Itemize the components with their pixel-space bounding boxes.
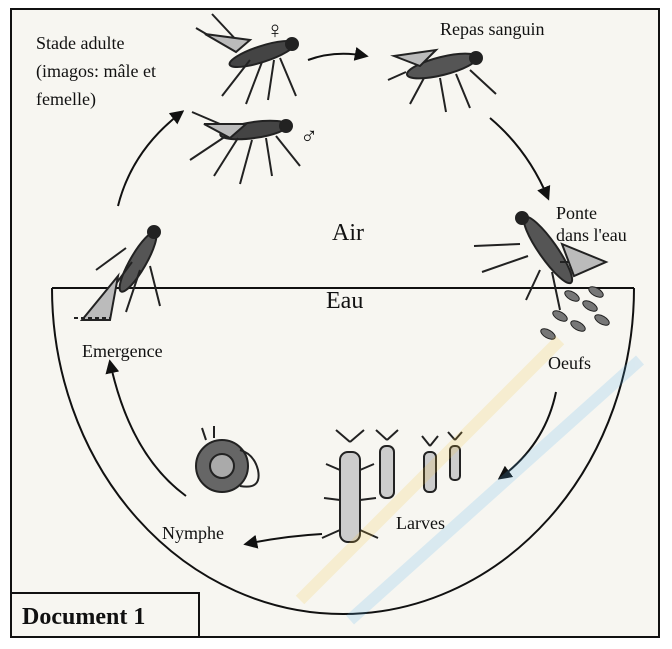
arrow-larvae-to-pupa (246, 534, 322, 544)
document-label: Document 1 (22, 604, 145, 631)
larvae-label: Larves (396, 512, 445, 534)
emerging-mosquito-illustration (74, 226, 162, 320)
laying-label-line2: dans l'eau (556, 224, 627, 246)
arrow-blood-meal-to-laying (490, 118, 548, 198)
arrow-emergence-to-adult (118, 112, 182, 206)
emergence-label: Emergence (82, 340, 163, 362)
female-symbol: ♀ (266, 20, 284, 42)
blood-meal-label: Repas sanguin (440, 18, 544, 40)
adult-stage-label-line3: femelle) (36, 88, 96, 110)
arrow-pupa-to-emergence (110, 362, 186, 496)
pupa-illustration (196, 426, 259, 492)
air-label: Air (332, 222, 364, 244)
eggs-label: Oeufs (548, 352, 591, 374)
blood-meal-mosquito-illustration (388, 49, 496, 112)
eggs-illustration (539, 285, 611, 342)
arrow-adult-to-blood-meal (308, 54, 366, 60)
adult-stage-label-line2: (imagos: mâle et (36, 60, 156, 82)
adult-stage-label-line1: Stade adulte (36, 32, 124, 54)
male-mosquito-illustration (190, 112, 300, 184)
pupa-label: Nymphe (162, 522, 224, 544)
water-label: Eau (326, 290, 363, 312)
laying-label-line1: Ponte (556, 202, 597, 224)
male-symbol: ♂ (300, 126, 318, 148)
